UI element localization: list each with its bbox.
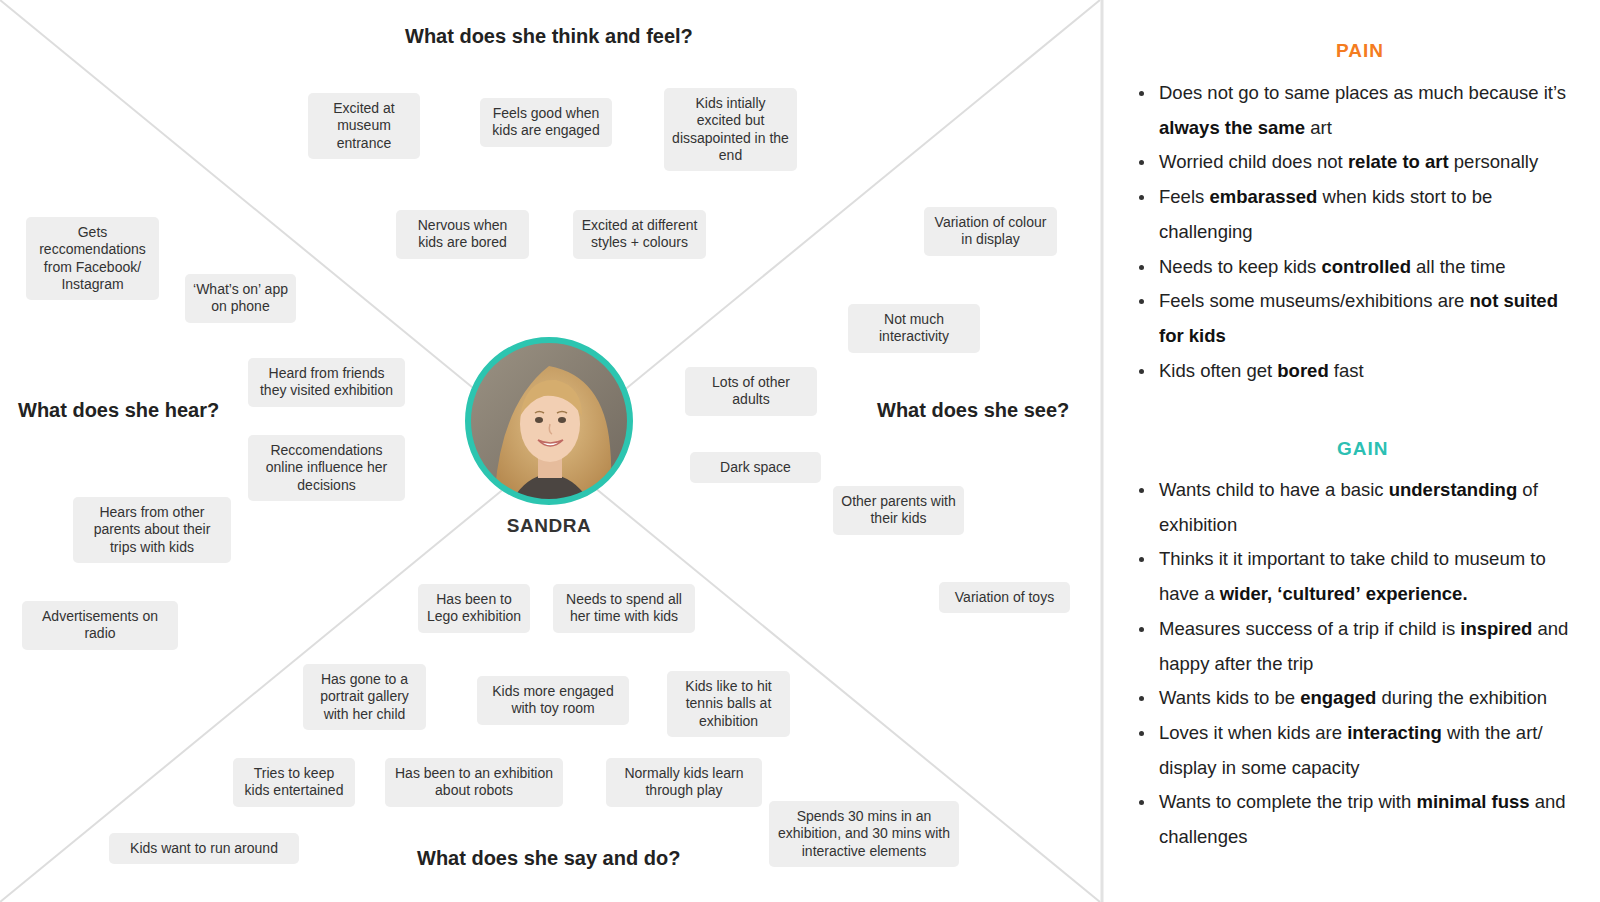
- section-heading: GAIN: [1337, 438, 1389, 460]
- node-text: Hears from other parents about their tri…: [81, 504, 223, 556]
- sticky-note: Dark space: [690, 452, 821, 483]
- sticky-note: Gets reccomendations from Facebook/ Inst…: [26, 217, 159, 300]
- sticky-note: Excited at different styles + colours: [573, 210, 706, 259]
- sticky-note: Variation of toys: [939, 582, 1070, 613]
- sticky-note: Excited at museum entrance: [308, 93, 420, 159]
- sticky-note: Spends 30 mins in an exhibition, and 30 …: [769, 801, 959, 867]
- node-text: Tries to keep kids entertained: [241, 765, 347, 800]
- bullet-point: Wants to complete the trip with minimal …: [1138, 785, 1578, 854]
- node-text: Has gone to a portrait gallery with her …: [311, 671, 418, 723]
- node-text: Reccomendations online influence her dec…: [256, 442, 397, 494]
- quadrant-heading: What does she see?: [877, 399, 1069, 422]
- node-text: Dark space: [698, 459, 813, 476]
- sticky-note: Nervous when kids are bored: [396, 210, 529, 259]
- gain-list: Wants child to have a basic understandin…: [1138, 473, 1578, 855]
- sticky-note: Lots of other adults: [685, 367, 817, 416]
- node-text: Needs to spend all her time with kids: [561, 591, 687, 626]
- panel-divider: [1101, 0, 1104, 902]
- node-text: Normally kids learn through play: [614, 765, 754, 800]
- node-text: Spends 30 mins in an exhibition, and 30 …: [777, 808, 951, 860]
- photo-illustration: [464, 336, 634, 506]
- node-text: Kids like to hit tennis balls at exhibit…: [675, 678, 782, 730]
- sticky-note: ‘What’s on’ app on phone: [185, 274, 296, 323]
- node-text: Other parents with their kids: [841, 493, 956, 528]
- sticky-note: Has been to Lego exhibition: [418, 584, 530, 633]
- sticky-note: Other parents with their kids: [833, 486, 964, 535]
- node-text: Variation of toys: [947, 589, 1062, 606]
- node-text: Variation of colour in display: [932, 214, 1049, 249]
- sticky-note: Normally kids learn through play: [606, 758, 762, 807]
- persona-node: SANDRA: [449, 331, 649, 537]
- sticky-note: Needs to spend all her time with kids: [553, 584, 695, 633]
- diagonal-line: [0, 0, 1100, 902]
- node-text: Kids more engaged with toy room: [485, 683, 621, 718]
- quadrant-heading: What does she think and feel?: [405, 25, 693, 48]
- bullet-point: Kids often get bored fast: [1138, 354, 1578, 389]
- portrait-photo: [464, 336, 634, 506]
- diagonal-line: [0, 0, 1100, 902]
- bullet-point: Worried child does not relate to art per…: [1138, 145, 1578, 180]
- sticky-note: Kids like to hit tennis balls at exhibit…: [667, 671, 790, 737]
- node-text: Feels good when kids are engaged: [488, 105, 604, 140]
- sticky-note: Variation of colour in display: [924, 207, 1057, 256]
- node-text: Has been to Lego exhibition: [426, 591, 522, 626]
- sticky-note: Has gone to a portrait gallery with her …: [303, 664, 426, 730]
- node-text: Kids want to run around: [117, 840, 291, 857]
- sticky-note: Kids intially excited but dissapointed i…: [664, 88, 797, 171]
- pain-list: Does not go to same places as much becau…: [1138, 76, 1578, 388]
- sticky-note: Kids more engaged with toy room: [477, 676, 629, 725]
- sticky-note: Advertisements on radio: [22, 601, 178, 650]
- node-text: Advertisements on radio: [30, 608, 170, 643]
- node-text: Kids intially excited but dissapointed i…: [672, 95, 789, 164]
- node-text: Excited at different styles + colours: [581, 217, 698, 252]
- node-text: Not much interactivity: [856, 311, 972, 346]
- bullet-point: Measures success of a trip if child is i…: [1138, 612, 1578, 681]
- section-heading: PAIN: [1336, 40, 1384, 62]
- portrait-ring: [468, 340, 630, 502]
- quadrant-heading: What does she say and do?: [417, 847, 680, 870]
- bullet-point: Does not go to same places as much becau…: [1138, 76, 1578, 145]
- node-text: Heard from friends they visited exhibiti…: [256, 365, 397, 400]
- bullet-point: Feels embarassed when kids stort to be c…: [1138, 180, 1578, 249]
- sticky-note: Not much interactivity: [848, 304, 980, 353]
- quadrant-heading: What does she hear?: [18, 399, 219, 422]
- sticky-note: Tries to keep kids entertained: [233, 758, 355, 807]
- node-text: Gets reccomendations from Facebook/ Inst…: [34, 224, 151, 293]
- bullet-point: Wants kids to be engaged during the exhi…: [1138, 681, 1578, 716]
- bullet-point: Thinks it it important to take child to …: [1138, 542, 1578, 611]
- bullet-point: Feels some museums/exhibitions are not s…: [1138, 284, 1578, 353]
- sticky-note: Reccomendations online influence her dec…: [248, 435, 405, 501]
- sticky-note: Feels good when kids are engaged: [480, 98, 612, 147]
- node-text: ‘What’s on’ app on phone: [193, 281, 288, 316]
- sticky-note: Kids want to run around: [109, 833, 299, 864]
- sticky-note: Hears from other parents about their tri…: [73, 497, 231, 563]
- sticky-note: Heard from friends they visited exhibiti…: [248, 358, 405, 407]
- node-text: Has been to an exhibition about robots: [393, 765, 555, 800]
- node-text: Lots of other adults: [693, 374, 809, 409]
- sticky-note: Has been to an exhibition about robots: [385, 758, 563, 807]
- node-text: Nervous when kids are bored: [404, 217, 521, 252]
- bullet-point: Wants child to have a basic understandin…: [1138, 473, 1578, 542]
- node-text: Excited at museum entrance: [316, 100, 412, 152]
- bullet-point: Needs to keep kids controlled all the ti…: [1138, 250, 1578, 285]
- bullet-point: Loves it when kids are interacting with …: [1138, 716, 1578, 785]
- node-text: SANDRA: [449, 515, 649, 537]
